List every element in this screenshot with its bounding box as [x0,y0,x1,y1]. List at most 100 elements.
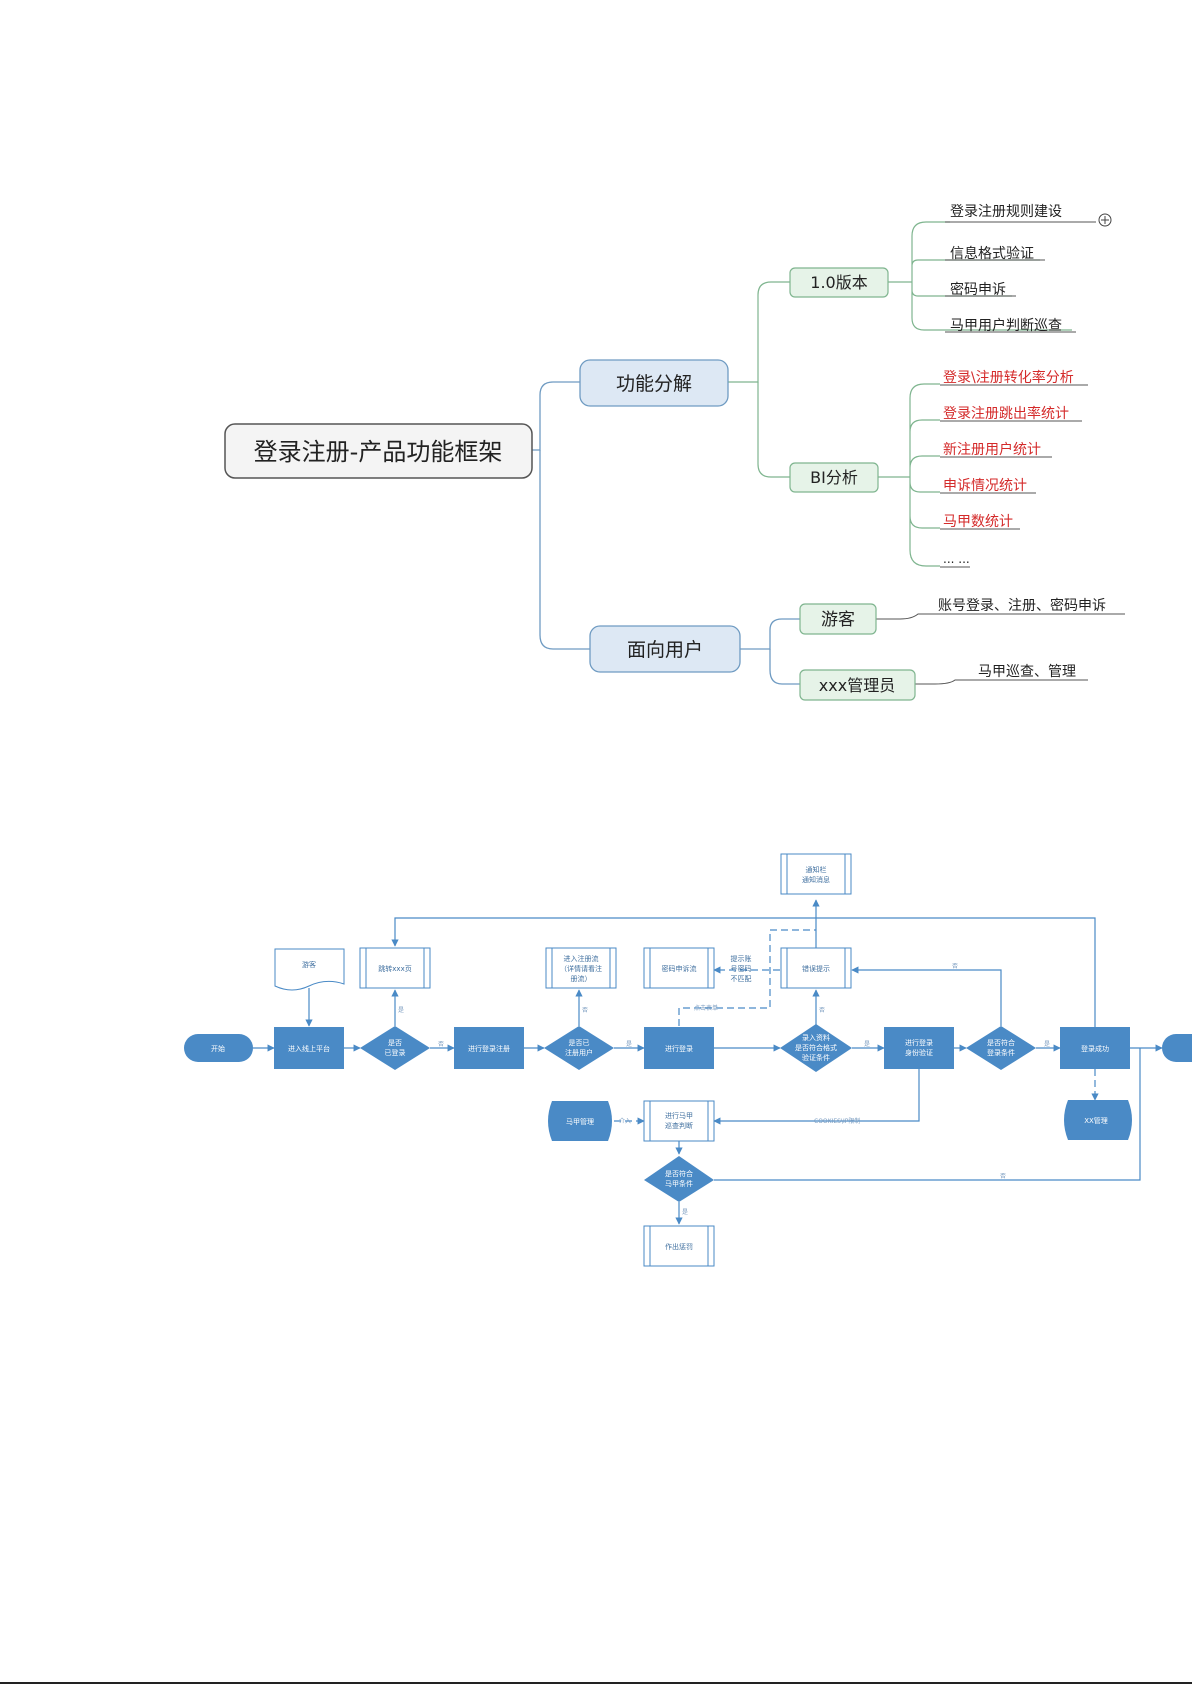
mindmap-node-admin[interactable] [799,669,916,701]
flow-start[interactable] [184,1034,253,1062]
flow-hint-l1: 提示账 [731,954,752,963]
flow-q-logged-in[interactable] [360,1026,430,1070]
flow-error-hint-label: 错误提示 [802,964,830,973]
page-bottom-rule [0,1682,1192,1684]
label-q3-yes: 是 [864,1041,870,1048]
flow-enter-register-l2: （详情请看注 [560,964,602,973]
bi-leaf-new-users: 新注册用户统计 [943,441,1041,458]
mindmap-node-bi[interactable] [789,462,879,493]
flow-guest-label: 游客 [302,960,316,969]
bi-leaf-appeals: 申诉情况统计 [943,478,1027,494]
flow-enter-platform-label: 进入线上平台 [288,1044,330,1053]
mindmap-node-guest-label: 游客 [821,610,855,630]
label-q1-yes: 是 [398,1007,404,1014]
connector-guest-leaf [876,613,1125,620]
connector-branch1-bi [757,382,790,478]
flow-login-success-label: 登录成功 [1081,1044,1109,1053]
flow-q-registered-l2: 注册用户 [565,1048,593,1057]
mindmap-root-label: 登录注册-产品功能框架 [254,438,503,466]
label-q3-no: 否 [819,1007,825,1014]
flow-do-login-register[interactable] [454,1027,524,1069]
flow-q-logged-in-l1: 是否 [388,1039,402,1047]
flow-do-login-label: 进行登录 [665,1044,693,1053]
connector-v1-leaves [878,221,1072,331]
label-q4-no: 否 [952,963,958,970]
arrow-identity-vestcheck [713,1069,920,1125]
flow-jump-page-label: 跳转xxx页 [378,964,411,973]
flow-jump-page[interactable] [359,947,431,989]
flow-enter-register-l3: 册流） [571,974,592,983]
flow-q-login-cond-l1: 是否符合 [987,1038,1015,1047]
flow-vest-manage-label: 马甲管理 [566,1117,594,1126]
arrow-login-click-form [678,929,816,1026]
mindmap-node-bi-label: BI分析 [810,468,858,487]
flow-hint-l3: 不匹配 [731,975,752,983]
flow-end[interactable] [1162,1034,1192,1062]
flow-enter-register[interactable] [545,947,617,989]
flow-guest-doc[interactable] [274,948,345,991]
flow-identity-l2: 身份验证 [905,1048,933,1057]
label-cookies: COOKIES\IP限制 [814,1117,860,1125]
bi-leaf-vest-count: 马甲数统计 [943,514,1013,530]
flow-q-format-l2: 是否符合格式 [795,1043,837,1052]
flow-password-appeal[interactable] [643,947,715,989]
mindmap-root-node[interactable] [224,423,533,479]
flow-xx-manage[interactable] [1064,1100,1132,1140]
flow-enter-platform[interactable] [274,1027,344,1069]
flow-identity-l1: 进行登录 [905,1038,933,1047]
flow-q-format[interactable] [780,1024,852,1072]
flow-notify[interactable] [780,853,852,895]
v1-leaf-appeal: 密码申诉 [950,281,1006,298]
flow-q-registered[interactable] [544,1026,614,1070]
mindmap-node-guest[interactable] [799,603,877,635]
mindmap-branch-users-label: 面向用户 [627,639,703,661]
flow-q-login-cond-l2: 登录条件 [987,1048,1015,1057]
bi-leaf-more: ... ... [943,552,970,566]
flow-vest-check[interactable] [643,1100,715,1142]
connector-root-branch1 [532,381,580,451]
mindmap-branch-users[interactable] [589,625,741,673]
flow-notify-l1: 通知栏 [806,865,827,874]
v1-leaf-format: 信息格式验证 [950,245,1034,262]
expand-icon-plus [1101,216,1109,224]
guest-leaf: 账号登录、注册、密码申诉 [938,597,1106,614]
mindmap-node-v1[interactable] [789,267,889,298]
label-q4-yes: 是 [1044,1041,1050,1048]
connector-branch1-v1 [728,281,790,383]
flow-xx-manage-label: XX管理 [1084,1116,1108,1125]
flow-q-vest-cond[interactable] [644,1156,714,1202]
flow-q-registered-l1: 是否已 [569,1039,590,1047]
flow-login-success[interactable] [1060,1027,1130,1069]
connector-branch2-guest [740,618,800,650]
flow-vest-check-l1: 进行马甲 [665,1111,693,1120]
arrow-success-jump-loop [391,917,1096,1027]
mindmap: 登录注册-产品功能框架 功能分解 面向用户 1.0版本 BI分析 游客 xxx管… [224,204,1125,701]
bi-leaf-bounce: 登录注册跳出率统计 [943,405,1069,422]
mindmap-branch-function-label: 功能分解 [616,373,692,395]
connector-branch2-admin [769,649,800,685]
label-q5-no: 否 [1000,1173,1006,1180]
arrow-q5-right [714,1048,1141,1181]
v1-leaf-rules: 登录注册规则建设 [950,204,1062,220]
flow-make-punish-label: 作出惩罚 [665,1242,693,1251]
label-intervene: 介入 [619,1118,631,1125]
bi-leaf-conversion: 登录\注册转化率分析 [943,369,1074,386]
v1-leaf-vest: 马甲用户判断巡查 [950,317,1062,334]
flow-q-login-cond[interactable] [966,1026,1036,1070]
flow-do-login[interactable] [644,1027,714,1069]
admin-leaf: 马甲巡查、管理 [978,664,1076,680]
flow-vest-manage[interactable] [548,1101,612,1141]
flow-error-hint[interactable] [780,947,852,989]
connector-root-branch2 [539,450,590,650]
flow-password-appeal-label: 密码申诉流 [662,964,697,973]
flow-enter-register-l1: 进入注册流 [564,954,599,963]
mindmap-node-admin-label: xxx管理员 [819,676,895,695]
flow-make-punish[interactable] [643,1225,715,1267]
mindmap-branch-function[interactable] [579,359,729,407]
flow-notify-l2: 通知消息 [802,875,830,884]
flow-hint-l2: 号密码 [731,964,752,973]
flow-identity-check[interactable] [884,1027,954,1069]
flow-q-format-l1: 录入资料 [802,1033,830,1042]
label-q5-yes: 是 [682,1209,688,1216]
